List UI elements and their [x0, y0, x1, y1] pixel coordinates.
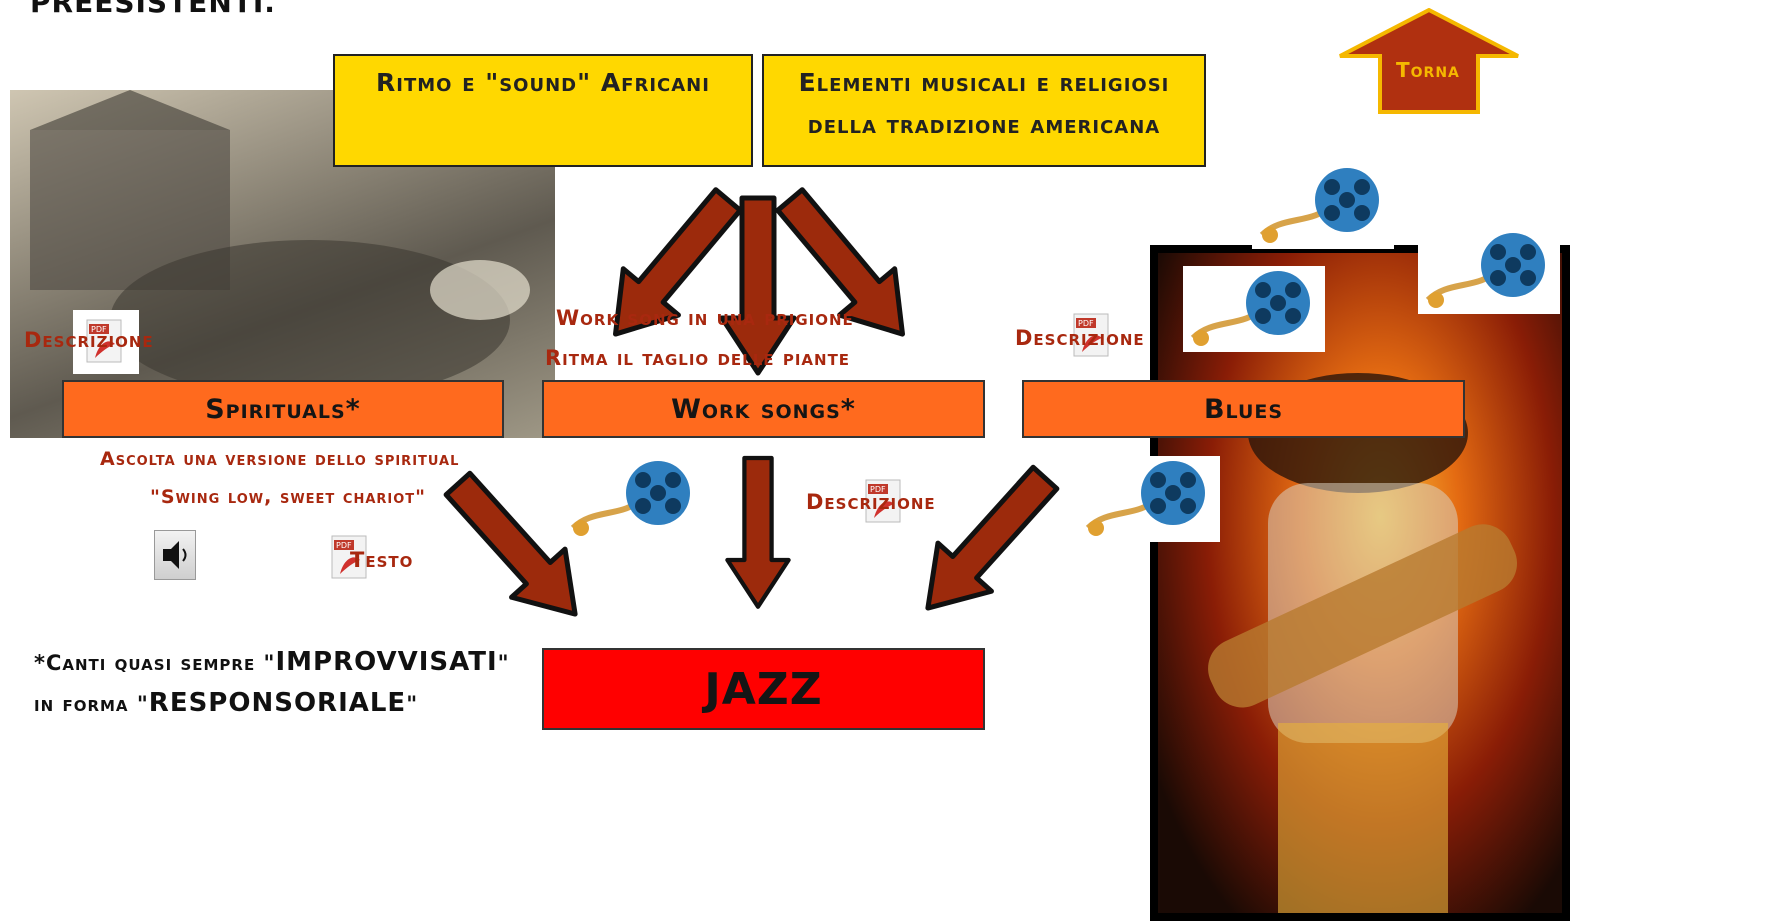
pdf-descrizione-spirituals[interactable]: PDF — [73, 310, 139, 374]
pdf-descrizione-blues[interactable]: PDF — [1068, 308, 1116, 368]
jazz-label: JAZZ — [704, 663, 823, 715]
work-song-prison-link[interactable]: Work song in una prigione — [556, 306, 854, 330]
spiritual-listen-line1[interactable]: Ascolta una versione dello spiritual — [100, 448, 460, 470]
pdf-icon: PDF — [86, 319, 122, 363]
speaker-icon — [163, 541, 187, 569]
work-songs-box: Work songs* — [542, 380, 985, 438]
media-link-blues-1[interactable] — [1183, 266, 1325, 352]
work-song-trees-link[interactable]: Ritma il taglio delle piante — [545, 346, 851, 370]
arrow-to-spirituals — [588, 177, 756, 357]
svg-text:PDF: PDF — [336, 541, 352, 550]
media-link-worksongs[interactable] — [563, 456, 705, 542]
pdf-testo[interactable]: PDF — [326, 530, 374, 590]
media-link-blues-2[interactable] — [1418, 228, 1560, 314]
spirituals-box: Spirituals* — [62, 380, 504, 438]
pdf-icon: PDF — [1073, 313, 1109, 357]
media-link-top[interactable] — [1252, 165, 1394, 249]
music-film-icon — [1259, 168, 1379, 243]
blues-box: Blues — [1022, 380, 1465, 438]
pdf-icon: PDF — [331, 535, 367, 579]
up-arrow-icon — [1339, 7, 1519, 114]
american-tradition-line2: della tradizione americana — [807, 110, 1161, 139]
speaker-button[interactable] — [154, 530, 196, 580]
music-film-icon — [1190, 271, 1310, 346]
footnote: *Canti quasi sempre "IMPROVVISATI" in fo… — [34, 642, 510, 724]
descrizione-spirituals-link[interactable]: Descrizione — [24, 328, 154, 352]
svg-text:PDF: PDF — [91, 325, 107, 334]
music-film-icon — [570, 461, 690, 536]
back-button[interactable]: Torna — [1338, 7, 1520, 114]
american-tradition-line1: Elementi musicali e religiosi — [798, 68, 1170, 97]
african-rhythm-box: Ritmo e "sound" Africani — [333, 54, 753, 167]
testo-link[interactable]: Testo — [350, 548, 414, 572]
music-film-icon — [1425, 233, 1545, 308]
arrow-worksongs-to-jazz — [727, 458, 788, 607]
arrow-to-blues — [762, 177, 930, 357]
descrizione-worksongs-link[interactable]: Descrizione — [806, 490, 936, 514]
page-title: preesistenti. — [30, 0, 276, 19]
footnote-line2: in forma "RESPONSORIALE" — [34, 688, 419, 718]
pdf-descrizione-worksongs[interactable]: PDF — [860, 474, 908, 534]
music-film-icon — [1085, 461, 1205, 536]
spiritual-listen-line2[interactable]: "Swing low, sweet chariot" — [150, 486, 427, 508]
spirituals-label: Spirituals* — [205, 393, 361, 425]
blues-label: Blues — [1203, 393, 1284, 425]
pdf-icon: PDF — [865, 479, 901, 523]
jazz-box: JAZZ — [542, 648, 985, 730]
svg-text:PDF: PDF — [870, 485, 886, 494]
media-link-blues-3[interactable] — [1078, 456, 1220, 542]
arrow-blues-to-jazz — [901, 454, 1072, 632]
american-tradition-box: Elementi musicali e religiosi della trad… — [762, 54, 1206, 167]
descrizione-blues-link[interactable]: Descrizione — [1015, 326, 1145, 350]
african-rhythm-label: Ritmo e "sound" Africani — [376, 68, 710, 97]
footnote-line1: *Canti quasi sempre "IMPROVVISATI" — [34, 647, 510, 677]
back-button-label: Torna — [1396, 58, 1460, 82]
svg-text:PDF: PDF — [1078, 319, 1094, 328]
work-songs-label: Work songs* — [671, 393, 856, 425]
